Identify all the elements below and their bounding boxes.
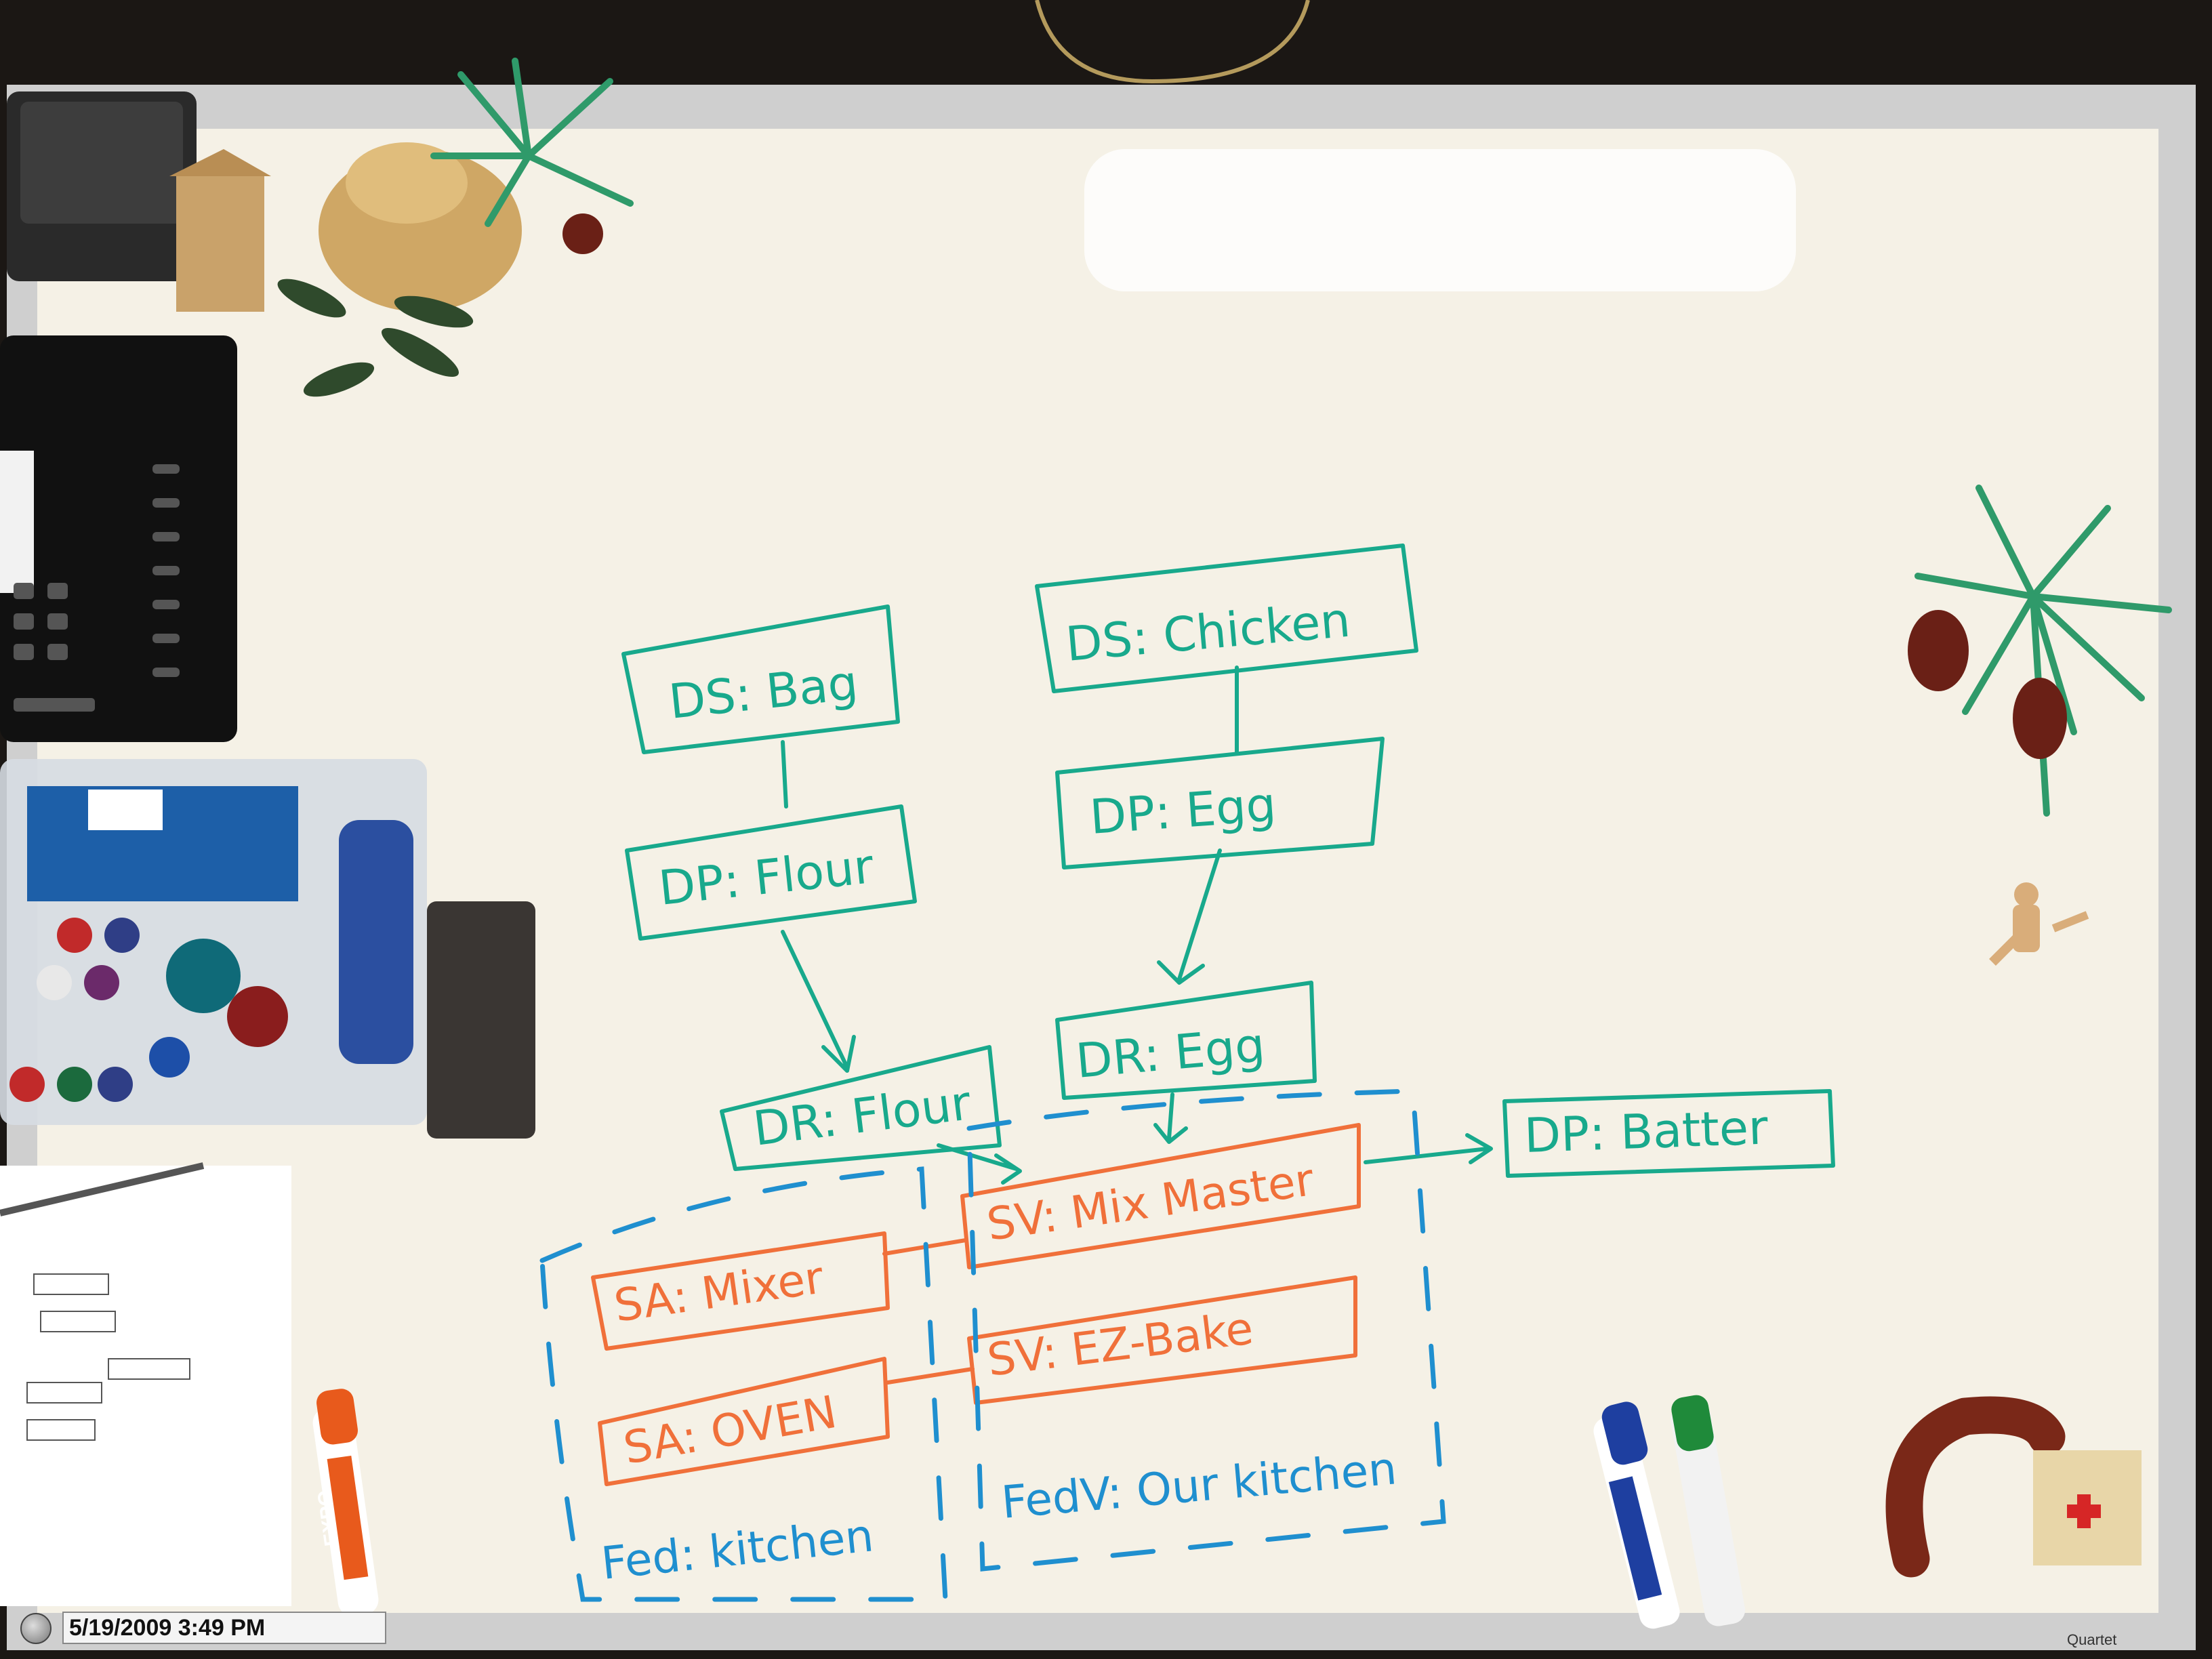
arrow-dr-egg-mixmaster: [1153, 1092, 1188, 1144]
eraser-left: [427, 901, 535, 1139]
box-dp-egg: [1055, 737, 1385, 869]
box-sa-mixer: [591, 1231, 890, 1351]
toy-snake: [1885, 1396, 2066, 1578]
orange-expo-marker: [312, 1389, 379, 1616]
label-dp-batter: DP: Batter: [1523, 1099, 1769, 1164]
box-ds-bag: [621, 605, 900, 754]
toy-soldiers: [277, 279, 474, 397]
toy-rock: [319, 142, 522, 312]
camera-icon: [20, 1613, 52, 1644]
pen: [0, 1162, 205, 1216]
blue-regions: [539, 1088, 1446, 1602]
desk-telephone: [0, 335, 237, 742]
whiteboard-brand-logo: Quartet: [2067, 1631, 2117, 1648]
desk-pattern: [1035, 0, 1310, 84]
arrow-dp-flour-dr-flour: [781, 930, 856, 1073]
toy-palm-tree-right: [1908, 485, 2172, 817]
box-sv-mixmaster: [960, 1123, 1361, 1269]
toy-figure-tan: [1989, 882, 2089, 966]
box-dr-egg: [1055, 981, 1317, 1100]
region-fedv-our-kitchen: [966, 1088, 1446, 1572]
label-dp-egg: DP: Egg: [1088, 777, 1277, 845]
toy-hut: [169, 149, 271, 312]
light-glare: [1084, 149, 1796, 291]
box-ds-chicken: [1035, 544, 1418, 693]
box-sa-oven: [598, 1357, 890, 1486]
box-dp-flour: [625, 804, 917, 941]
paper-note: [0, 1162, 291, 1606]
timestamp-overlay: 5/19/2009 3:49 PM: [62, 1612, 386, 1644]
box-sv-ezbake: [967, 1275, 1357, 1405]
markers-in-box: [9, 918, 288, 1102]
marker-storage-box: [0, 759, 427, 1125]
line-bag-flour: [781, 740, 788, 808]
blue-expo-marker: [1593, 1401, 1680, 1629]
link-oven-ezbake: [886, 1367, 975, 1385]
green-diagram: [621, 544, 1835, 1185]
orange-diagram: [591, 1123, 1361, 1486]
region-fed-kitchen: [539, 1166, 948, 1602]
arrow-dr-flour-mixmaster: [937, 1143, 1022, 1185]
eraser-top-left: [7, 91, 197, 281]
arrow-dp-egg-dr-egg: [1157, 848, 1222, 985]
arrow-mixmaster-batter: [1364, 1133, 1493, 1164]
box-dr-flour: [720, 1045, 1002, 1171]
box-dp-batter: [1502, 1089, 1835, 1178]
toy-medical-tent: [2033, 1450, 2142, 1565]
green-expo-marker: [1670, 1395, 1746, 1626]
toy-palm-tree-left: [430, 58, 634, 254]
